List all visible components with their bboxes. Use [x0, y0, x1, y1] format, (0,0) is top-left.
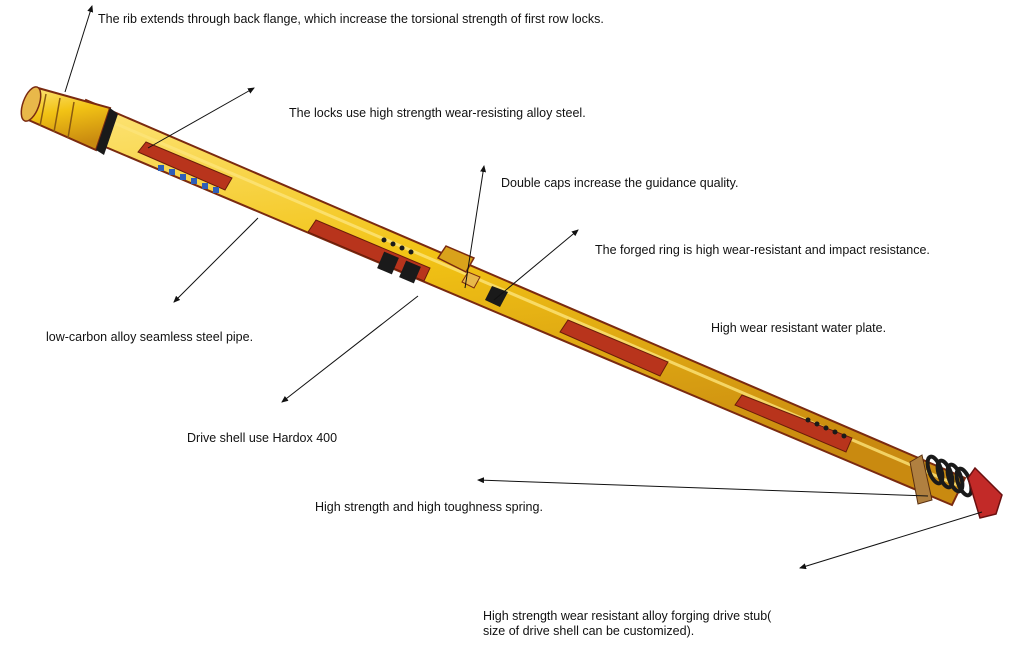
arrow-seamless-pipe	[173, 217, 259, 303]
annotation-arrows	[64, 5, 983, 570]
annotation-rib: The rib extends through back flange, whi…	[98, 12, 604, 26]
spring	[909, 454, 974, 505]
arrow-rib	[64, 5, 94, 93]
drive-stub	[967, 466, 1003, 519]
annotation-double-caps: Double caps increase the guidance qualit…	[501, 176, 739, 190]
arrow-forged-ring	[493, 229, 579, 301]
annotation-drive-stub: High strength wear resistant alloy forgi…	[483, 609, 771, 639]
annotation-forged-ring: The forged ring is high wear-resistant a…	[595, 243, 930, 257]
arrow-drive-shell	[281, 295, 419, 403]
annotation-seamless-pipe: low-carbon alloy seamless steel pipe.	[46, 330, 254, 344]
annotation-drive-shell: Drive shell use Hardox 400	[187, 431, 338, 445]
arrow-locks	[147, 87, 255, 149]
annotation-spring: High strength and high toughness spring.	[315, 500, 543, 514]
annotation-water-plate: High wear resistant water plate.	[711, 321, 887, 335]
annotation-drive-stub-line2: size of drive shell can be customized).	[483, 624, 695, 638]
back-flange	[20, 86, 118, 155]
annotation-locks: The locks use high strength wear-resisti…	[289, 106, 586, 120]
rib-slots	[137, 141, 853, 453]
arrow-spring	[477, 477, 929, 497]
arrow-double-caps	[464, 165, 487, 289]
lock-dots	[158, 165, 219, 193]
forged-ring	[485, 286, 508, 307]
drive-shell-windows	[377, 237, 847, 439]
arrow-drive-stub	[799, 511, 983, 570]
annotation-drive-stub-line1: High strength wear resistant alloy forgi…	[483, 609, 772, 623]
